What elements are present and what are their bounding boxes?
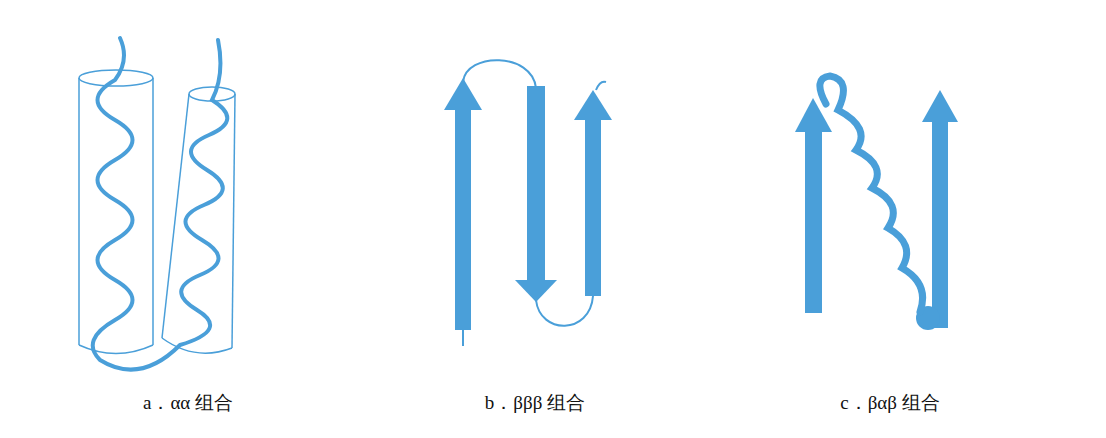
beta-alpha-beta (795, 90, 958, 330)
beta-sheet (444, 78, 612, 330)
panel-caption: b．βββ 组合 (485, 390, 585, 416)
alpha-helix-pair (93, 38, 228, 370)
panel-caption: c．βαβ 组合 (840, 390, 939, 416)
panel-caption: a．αα 组合 (143, 390, 233, 416)
beta-turns (463, 60, 606, 346)
alpha-segment (820, 76, 923, 312)
